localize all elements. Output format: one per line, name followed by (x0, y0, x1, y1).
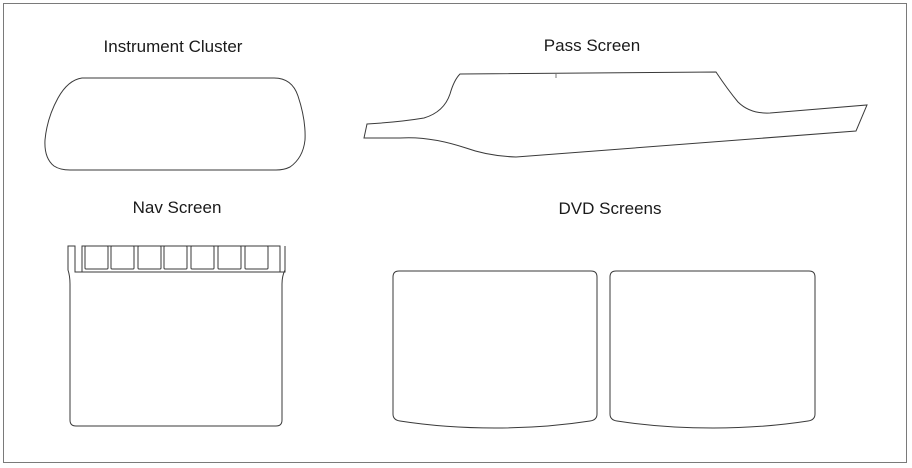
nav-button-6 (217, 245, 242, 270)
dvd-screens-label: DVD Screens (558, 199, 662, 218)
dvd-screen-right-outline (609, 270, 816, 429)
diagram-frame (3, 3, 907, 463)
nav-button-4 (163, 245, 188, 270)
pass-screen-outline (363, 71, 868, 158)
dvd-screen-left-outline (392, 270, 598, 429)
nav-button-5 (190, 245, 215, 270)
nav-button-3 (137, 245, 162, 270)
instrument-cluster-label: Instrument Cluster (103, 37, 243, 56)
nav-button-1 (84, 245, 109, 270)
nav-screen-outline (67, 245, 286, 427)
instrument-cluster-outline (44, 77, 306, 171)
nav-button-7 (244, 245, 269, 270)
nav-screen-buttons (84, 245, 269, 270)
nav-screen-label: Nav Screen (132, 198, 222, 217)
nav-button-2 (110, 245, 135, 270)
pass-screen-label: Pass Screen (543, 36, 641, 55)
